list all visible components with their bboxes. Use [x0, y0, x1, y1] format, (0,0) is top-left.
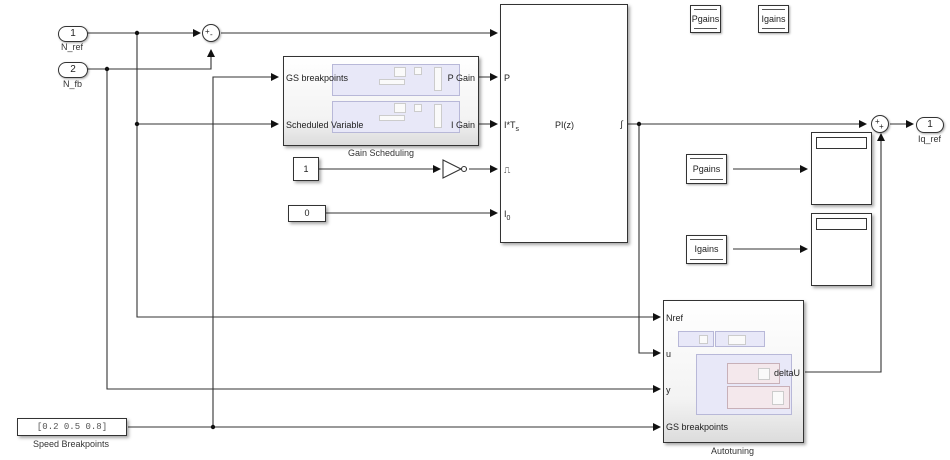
outport-iq-ref[interactable]: 1 [916, 117, 944, 133]
wire-breakpoints-gs [212, 73, 279, 427]
wire-pi-autotune [638, 124, 661, 357]
gs-output-i-gain: I Gain [450, 120, 475, 130]
autotune-input-gs-breakpoints: GS breakpoints [666, 422, 729, 432]
gs-input-breakpoints: GS breakpoints [286, 73, 349, 83]
gain-scheduling-subsystem[interactable]: GS breakpoints Scheduled Variable P Gain… [283, 56, 479, 146]
mini-block [379, 79, 405, 85]
junction-dot [104, 66, 110, 72]
from-igains[interactable]: Igains [686, 235, 727, 264]
pi-input-i0-sub: 0 [506, 214, 511, 222]
wire-nref-autotune [136, 33, 661, 321]
autotuning-title: Autotuning [711, 446, 755, 456]
constant-zero-block[interactable]: 0 [288, 205, 326, 222]
constant-one-block[interactable]: 1 [293, 157, 319, 181]
goto-pgains[interactable]: Pgains [690, 5, 721, 33]
inner-preview [727, 363, 780, 384]
scope-pgains[interactable] [811, 132, 872, 205]
wire-nfb-sum [86, 49, 215, 70]
sum-sign-plus: + [875, 117, 880, 126]
pi-input-i-ts: I*Ts [504, 120, 519, 133]
scope-screen [816, 137, 867, 149]
mini-block [699, 335, 708, 344]
pi-controller-block[interactable]: P I*Ts ⎍ I0 PI(z) ∫ [500, 4, 628, 243]
mini-block [772, 391, 784, 405]
gs-input-scheduled-variable: Scheduled Variable [286, 120, 364, 130]
mini-block [434, 67, 442, 91]
mini-block [414, 67, 422, 75]
pi-input-i0: I0 [504, 209, 510, 222]
sum-sign-plus: + [205, 27, 210, 36]
junction-dot [134, 30, 140, 36]
goto-igains[interactable]: Igains [758, 5, 789, 33]
pi-block-title: PI(z) [555, 120, 574, 130]
scope-igains[interactable] [811, 213, 872, 286]
inport-n-fb[interactable]: 2 [58, 62, 88, 78]
mini-block [394, 67, 406, 77]
mini-block [379, 115, 405, 121]
mini-block [394, 103, 406, 113]
inport-n-ref[interactable]: 1 [58, 26, 88, 42]
autotune-input-nref: Nref [666, 313, 684, 323]
inport-n-ref-label: N_ref [61, 42, 84, 52]
pi-input-i-ts-sub: s [515, 125, 520, 133]
pi-input-i0-main: I [504, 209, 507, 219]
speed-breakpoints-block[interactable]: [0.2 0.5 0.8] [17, 418, 127, 436]
sum-block-output[interactable]: + + [871, 115, 889, 133]
autotuning-subsystem[interactable]: Nref u y GS breakpoints deltaU [663, 300, 804, 443]
scope-screen [816, 218, 867, 230]
not-gate [442, 159, 468, 179]
wire-nfb-autotune [106, 69, 661, 393]
pi-input-p: P [504, 73, 511, 83]
mini-block [758, 368, 770, 380]
pi-output-saturation-icon: ∫ [620, 119, 623, 129]
junction-dot [134, 121, 140, 127]
from-pgains[interactable]: Pgains [686, 154, 727, 184]
pi-input-reset: ⎍ [504, 165, 511, 175]
sum-block-error[interactable]: + - [202, 24, 220, 42]
outport-iq-ref-label: Iq_ref [918, 134, 942, 144]
inner-preview [678, 331, 714, 347]
mini-block [434, 104, 442, 128]
gain-scheduling-title: Gain Scheduling [348, 148, 415, 158]
sum-sign-plus: + [879, 122, 884, 131]
autotune-input-y: y [666, 385, 671, 395]
sum-sign-minus: - [210, 30, 213, 39]
autotune-output-deltau: deltaU [773, 368, 800, 378]
autotune-input-u: u [666, 349, 672, 359]
mini-block [728, 335, 746, 345]
wire-deltau-sum [805, 133, 885, 373]
pi-input-i-ts-main: I*T [504, 120, 516, 130]
junction-dot [636, 121, 642, 127]
speed-breakpoints-label: Speed Breakpoints [33, 439, 110, 449]
inport-n-fb-label: N_fb [63, 79, 83, 89]
junction-dot [210, 424, 216, 430]
mini-block [414, 104, 422, 112]
gs-output-p-gain: P Gain [447, 73, 475, 83]
